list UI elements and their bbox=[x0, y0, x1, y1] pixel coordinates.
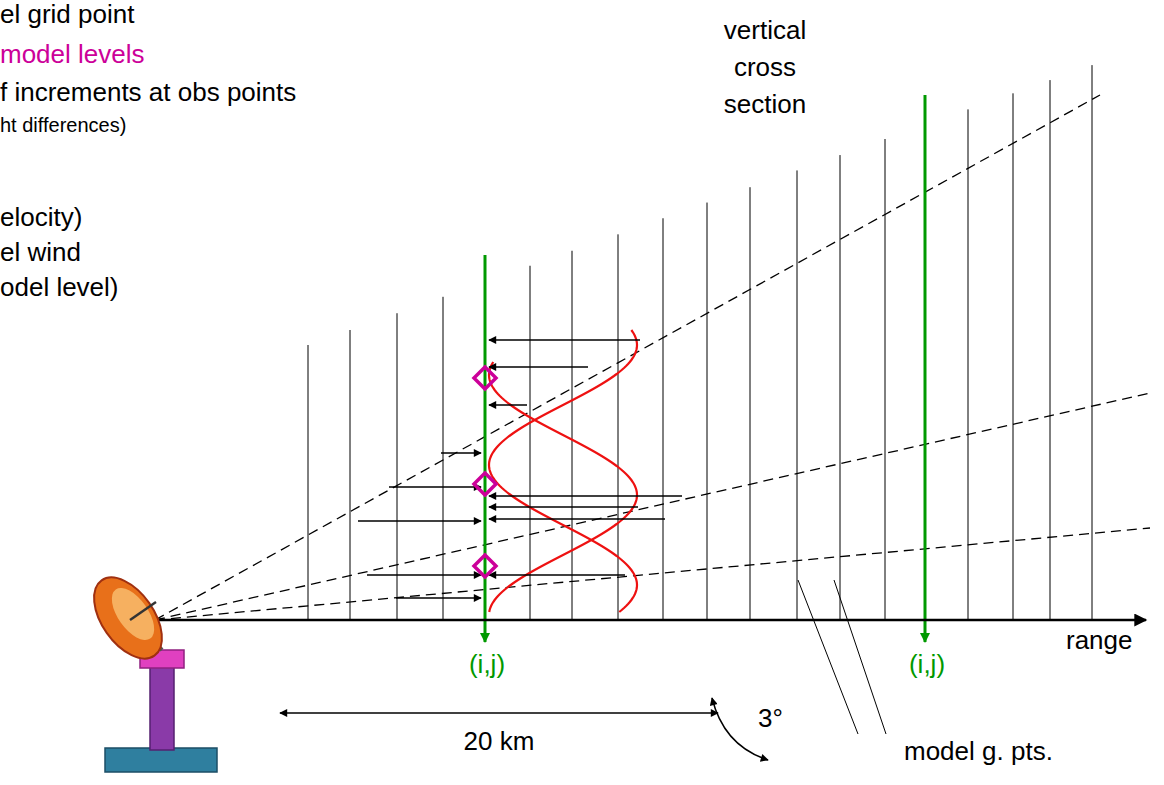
radar-beam bbox=[155, 393, 1150, 620]
distance-arrow bbox=[280, 712, 718, 714]
wind-arrow bbox=[489, 574, 625, 575]
radar-icon bbox=[80, 565, 217, 772]
model-level-marker bbox=[474, 473, 496, 495]
radar-dish bbox=[80, 565, 175, 670]
angle-label: 3° bbox=[758, 704, 783, 734]
wind-arrow bbox=[389, 486, 481, 487]
leader-line bbox=[834, 580, 886, 734]
wind-arrow bbox=[489, 366, 588, 367]
model-grid-line bbox=[885, 139, 886, 620]
radar-beams bbox=[155, 95, 1150, 620]
radar-dish-inner bbox=[104, 581, 163, 647]
radar-beam bbox=[155, 528, 1150, 620]
wind-arrow bbox=[367, 574, 481, 575]
grid-column-line bbox=[924, 95, 927, 642]
grid-index: (i,j) bbox=[469, 650, 505, 680]
wind-arrow bbox=[489, 495, 682, 496]
model-grid-line bbox=[1050, 80, 1051, 620]
model-grid-line bbox=[308, 345, 309, 620]
section-label: vertical cross section bbox=[695, 12, 835, 123]
wind-arrow bbox=[396, 597, 481, 598]
wind-arrow bbox=[489, 404, 527, 405]
caption-fragment: elocity) bbox=[0, 203, 82, 233]
model-grid-line bbox=[397, 313, 398, 620]
model-grid-line bbox=[663, 218, 664, 620]
caption-fragment: f increments at obs points bbox=[0, 78, 296, 108]
model-grid-line bbox=[968, 109, 969, 620]
radar-column bbox=[150, 664, 174, 750]
radar-beam bbox=[155, 95, 1100, 620]
model-grid-line bbox=[530, 266, 531, 620]
wind-arrow bbox=[489, 339, 640, 340]
model-level-marker bbox=[474, 555, 496, 577]
grid-point-label: model g. pts. bbox=[904, 737, 1053, 767]
model-grid-line bbox=[572, 251, 573, 620]
model-grid-line bbox=[750, 187, 751, 620]
model-level-marker bbox=[474, 367, 496, 389]
axis-label: range bbox=[1066, 626, 1133, 656]
wind-arrow bbox=[489, 506, 638, 507]
model-grid-line bbox=[618, 234, 619, 620]
caption-fragment: odel level) bbox=[0, 273, 119, 303]
wind-arrow bbox=[489, 518, 665, 519]
weight-curves bbox=[489, 330, 637, 612]
grid-index: (i,j) bbox=[909, 650, 945, 680]
range-axis bbox=[155, 619, 1146, 622]
grid-column-lines bbox=[485, 95, 925, 642]
leader-line bbox=[798, 580, 858, 734]
wind-arrow bbox=[358, 520, 481, 521]
model-level-markers bbox=[474, 367, 496, 577]
dimension-label: 20 km bbox=[464, 727, 535, 757]
model-grid-line bbox=[350, 330, 351, 620]
grid-column-line bbox=[484, 255, 487, 642]
model-grid-line bbox=[443, 297, 444, 620]
weight-curve bbox=[489, 330, 637, 612]
model-grid-line bbox=[1013, 93, 1014, 620]
wind-arrow bbox=[441, 452, 481, 453]
model-grid-line bbox=[797, 170, 798, 620]
model-grid-line bbox=[1092, 65, 1093, 620]
model-grid-line bbox=[707, 203, 708, 620]
model-grid-lines bbox=[308, 65, 1092, 620]
radar-base bbox=[105, 748, 217, 772]
caption-fragment: el wind bbox=[0, 238, 81, 268]
wind-arrows bbox=[358, 340, 682, 598]
weight-curve bbox=[489, 362, 637, 612]
caption-fragment: el grid point bbox=[0, 0, 134, 30]
caption-fragment: model levels bbox=[0, 40, 145, 70]
caption-fragment: ht differences) bbox=[0, 114, 126, 137]
model-grid-line bbox=[840, 155, 841, 620]
radar-feed bbox=[130, 602, 156, 620]
